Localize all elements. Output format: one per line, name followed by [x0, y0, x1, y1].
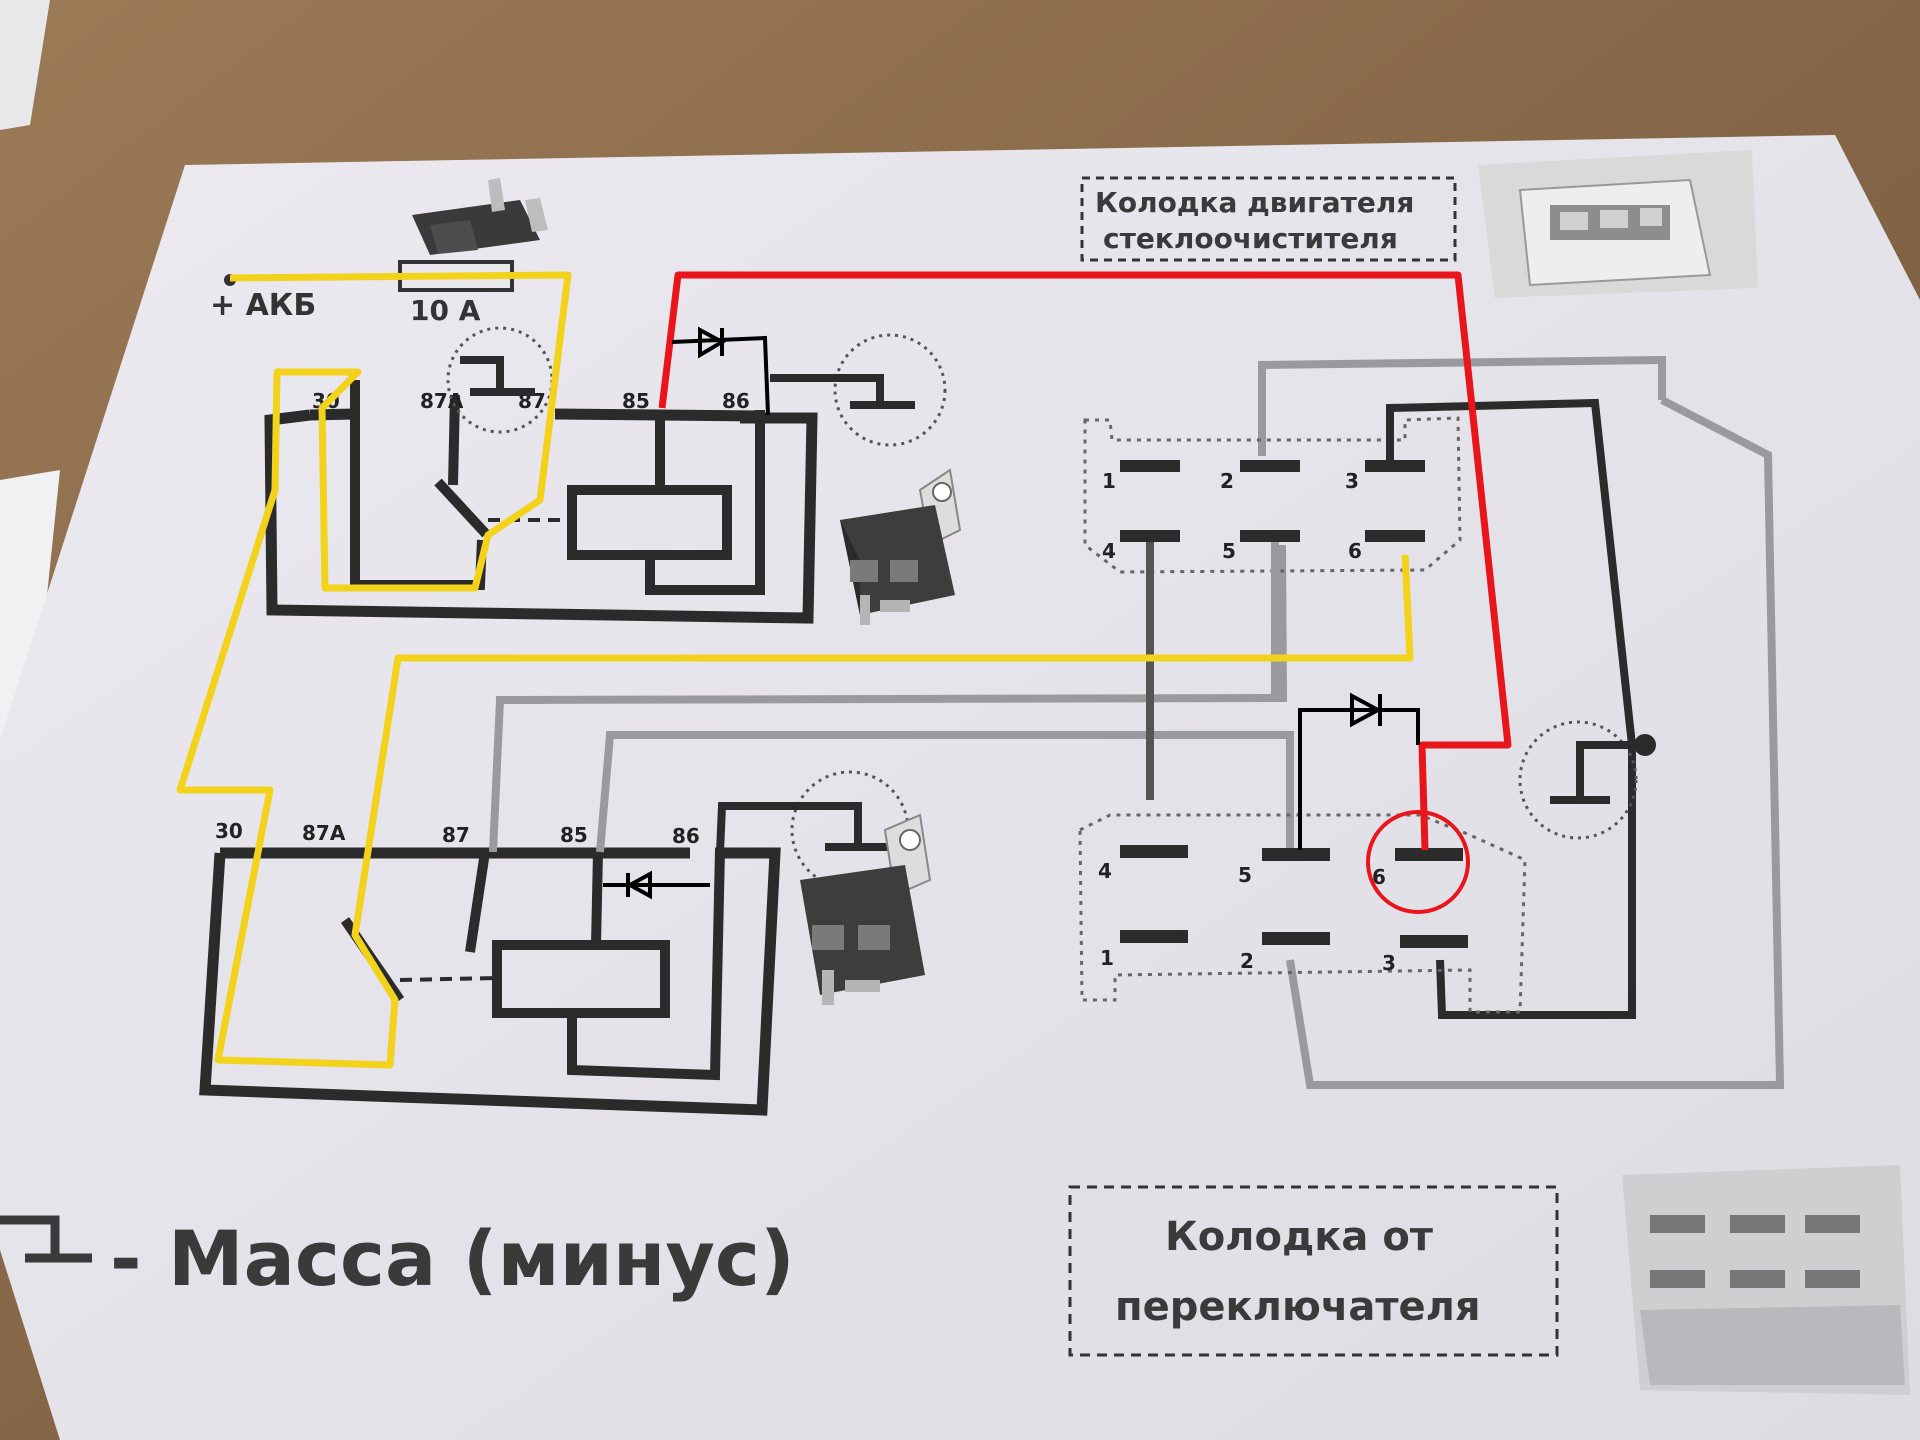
ground-legend-icon	[0, 1215, 92, 1263]
diode-icon	[1350, 692, 1383, 728]
highlight-circle	[1366, 810, 1470, 914]
diode-icon	[625, 870, 652, 900]
relay-bottom-pin-85: 85	[560, 823, 588, 847]
switch-pin-4: 4	[1098, 859, 1112, 883]
switch-pin-5: 5	[1238, 863, 1252, 887]
motor-pin-6: 6	[1348, 539, 1362, 563]
motor-pin-4: 4	[1102, 539, 1116, 563]
switch-connector: 4 5 6 1 2 3	[1078, 813, 1527, 1014]
motor-pin-3: 3	[1345, 469, 1359, 493]
switch-pin-2: 2	[1240, 949, 1254, 973]
relay-top-pin-86: 86	[722, 389, 750, 413]
relay-bottom-pin-87: 87	[442, 823, 470, 847]
motor-pin-1: 1	[1102, 469, 1116, 493]
diode-wires	[603, 335, 1420, 887]
relay-top-pin-85: 85	[622, 389, 650, 413]
motor-connector-photo-icon	[1478, 150, 1758, 298]
paper-sheet	[0, 135, 1920, 1440]
switch-pin-1: 1	[1100, 946, 1114, 970]
ground-symbol-icon	[1518, 720, 1640, 840]
fuse-label: 10 A	[410, 294, 481, 327]
fuse-icon	[412, 178, 548, 255]
paper-corner-top	[0, 0, 50, 130]
motor-pin-5: 5	[1222, 539, 1236, 563]
switch-connector-title-box	[1068, 1185, 1559, 1357]
gray-wires	[489, 355, 1785, 1089]
ground-symbol-icon	[770, 333, 947, 447]
relay-bottom-pin-30: 30	[215, 819, 243, 843]
battery-label: + АКБ	[210, 288, 316, 323]
switch-pin-3: 3	[1382, 951, 1396, 975]
motor-pin-2: 2	[1220, 469, 1234, 493]
switch-connector-title-line2: переключателя	[1115, 1284, 1481, 1330]
red-wire	[658, 271, 1512, 851]
relay-photo-icon	[840, 468, 962, 625]
motor-connector-title-line1: Колодка двигателя	[1095, 186, 1414, 219]
relay-photo-icon	[800, 813, 932, 1005]
yellow-wires	[176, 271, 1414, 1069]
legend-text: - Масса (минус)	[110, 1214, 795, 1303]
motor-connector-title-box	[1080, 176, 1457, 262]
switch-connector-title-line1: Колодка от	[1165, 1214, 1434, 1260]
relay-top-pin-87a: 87A	[420, 389, 464, 413]
relay-bottom-pin-87a: 87A	[302, 821, 346, 845]
motor-connector-title-line2: стеклоочистителя	[1103, 222, 1398, 255]
relay-bottom-pin-86: 86	[672, 824, 700, 848]
switch-pin-6: 6	[1372, 865, 1386, 889]
motor-connector: 1 2 3 4 5 6	[1083, 416, 1462, 574]
switch-connector-photo-icon	[1622, 1165, 1910, 1395]
diode-icon	[698, 326, 727, 359]
